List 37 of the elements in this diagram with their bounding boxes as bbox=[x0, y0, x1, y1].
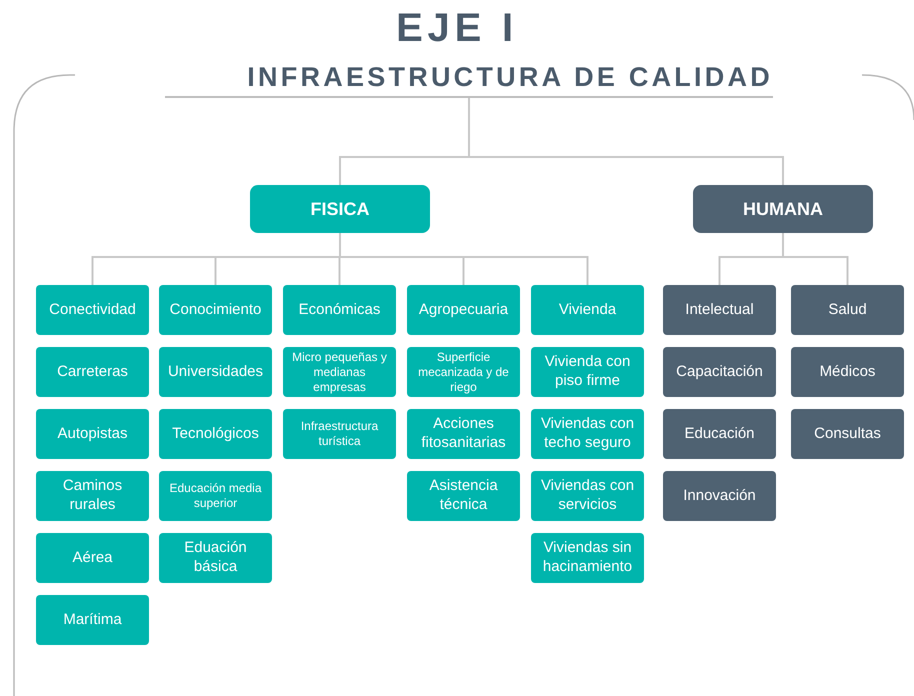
item-box: Universidades bbox=[159, 347, 272, 397]
item-box: Marítima bbox=[36, 595, 149, 645]
item-box: Consultas bbox=[791, 409, 904, 459]
item-box: Tecnológicos bbox=[159, 409, 272, 459]
item-box: Viviendas con techo seguro bbox=[531, 409, 644, 459]
item-box: Vivienda con piso firme bbox=[531, 347, 644, 397]
item-box: Autopistas bbox=[36, 409, 149, 459]
heading-text: INFRAESTRUCTURA DE CALIDAD bbox=[165, 60, 773, 98]
item-box: Infraestructura turística bbox=[283, 409, 396, 459]
item-box: Carreteras bbox=[36, 347, 149, 397]
item-box: Caminos rurales bbox=[36, 471, 149, 521]
item-box: Conectividad bbox=[36, 285, 149, 335]
item-box: Económicas bbox=[283, 285, 396, 335]
category-box: FISICA bbox=[250, 185, 430, 233]
item-box: Agropecuaria bbox=[407, 285, 520, 335]
connector-line bbox=[782, 233, 848, 285]
item-box: Capacitación bbox=[663, 347, 776, 397]
connector-line bbox=[339, 233, 588, 285]
item-box: Intelectual bbox=[663, 285, 776, 335]
item-box: Viviendas sin hacinamiento bbox=[531, 533, 644, 583]
item-box: Médicos bbox=[791, 347, 904, 397]
item-box: Innovación bbox=[663, 471, 776, 521]
item-box: Salud bbox=[791, 285, 904, 335]
item-box: Aérea bbox=[36, 533, 149, 583]
connector-line bbox=[468, 98, 784, 185]
item-box: Asistencia técnica bbox=[407, 471, 520, 521]
category-box: HUMANA bbox=[693, 185, 873, 233]
item-box: Vivienda bbox=[531, 285, 644, 335]
item-box: Superficie mecanizada y de riego bbox=[407, 347, 520, 397]
item-box: Eduación básica bbox=[159, 533, 272, 583]
item-box: Educación bbox=[663, 409, 776, 459]
item-box: Educación media superior bbox=[159, 471, 272, 521]
item-box: Viviendas con servicios bbox=[531, 471, 644, 521]
item-box: Acciones fitosanitarias bbox=[407, 409, 520, 459]
title: EJE I bbox=[396, 8, 518, 48]
item-box: Conocimiento bbox=[159, 285, 272, 335]
item-box: Micro pequeñas y medianas empresas bbox=[283, 347, 396, 397]
